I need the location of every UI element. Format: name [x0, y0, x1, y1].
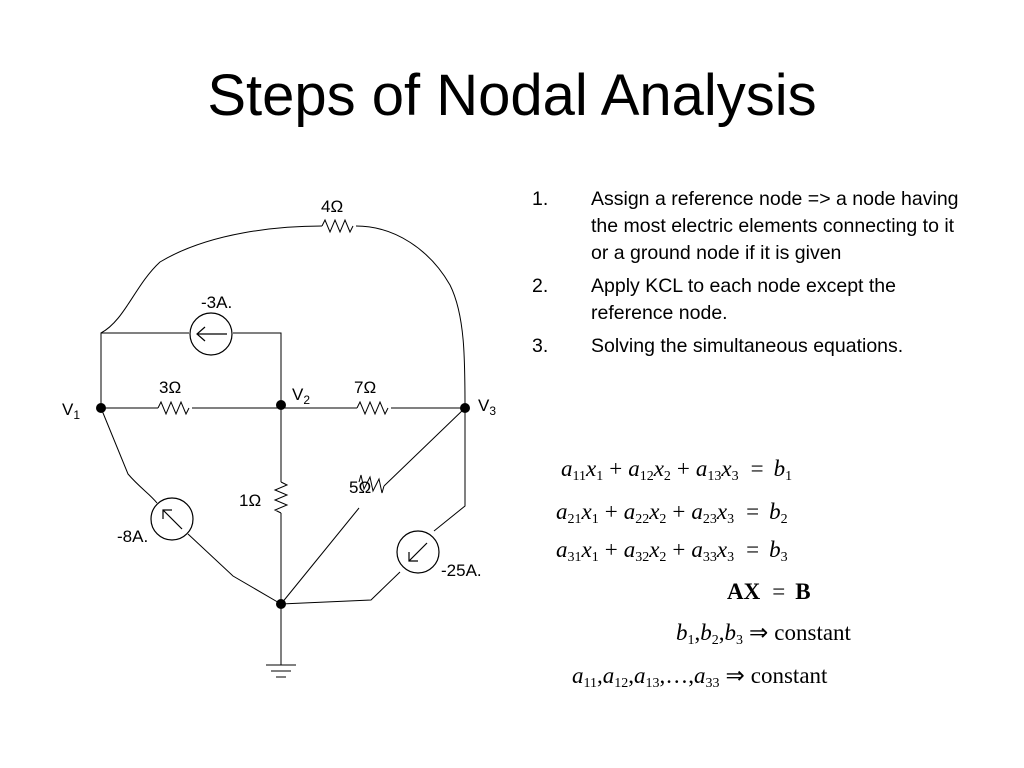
- label-source-top: -3A.: [201, 293, 232, 312]
- label-v1: V1: [62, 400, 80, 422]
- step-number: 1.: [532, 188, 549, 210]
- list-item: 3. Solving the simultaneous equations.: [532, 333, 972, 360]
- step-number: 3.: [532, 335, 549, 357]
- step-number: 2.: [532, 275, 549, 297]
- equation-b-constants: b1,b2,b3⇒constant: [676, 620, 852, 648]
- equation-a-constants: a11,a12,a13,…,a33⇒constant: [572, 663, 828, 691]
- resistor-1ohm: [273, 481, 289, 514]
- step-text: Solving the simultaneous equations.: [591, 335, 904, 357]
- label-v3: V3: [478, 396, 496, 418]
- label-source-right: -25A.: [441, 561, 482, 580]
- step-text: Assign a reference node => a node having…: [591, 188, 959, 264]
- current-source-left-icon: [150, 497, 194, 541]
- label-1ohm: 1Ω: [239, 491, 261, 510]
- step-text: Apply KCL to each node except the refere…: [591, 275, 896, 324]
- wire-v3-5ohm: [383, 407, 466, 487]
- equation-row-2: a21x1+a22x2+a23x3=b2: [556, 499, 788, 527]
- wire-top-arc-left: [100, 225, 323, 334]
- equation-matrix: AX=B: [727, 579, 811, 604]
- wire-5ohm-ground: [280, 507, 360, 605]
- wire-top-arc-right: [355, 225, 466, 409]
- label-5ohm: 5Ω: [349, 478, 371, 497]
- resistor-5ohm: [358, 474, 385, 494]
- list-item: 1. Assign a reference node => a node havi…: [532, 186, 972, 267]
- steps-list: 1. Assign a reference node => a node havi…: [532, 186, 972, 366]
- list-item: 2. Apply KCL to each node except the refe…: [532, 273, 972, 327]
- label-4ohm: 4Ω: [321, 197, 343, 216]
- label-7ohm: 7Ω: [354, 378, 376, 397]
- current-source-top-icon: [189, 312, 233, 356]
- resistor-4ohm: [321, 218, 354, 234]
- ground-icon: [266, 664, 296, 678]
- wire-source-top: [100, 332, 282, 408]
- resistor-7ohm: [356, 400, 389, 416]
- label-v2: V2: [292, 385, 310, 407]
- label-source-left: -8A.: [117, 527, 148, 546]
- node-ground: [276, 599, 286, 609]
- label-3ohm: 3Ω: [159, 378, 181, 397]
- equation-row-3: a31x1+a32x2+a33x3=b3: [556, 537, 788, 565]
- resistor-3ohm: [157, 400, 190, 416]
- page-title: Steps of Nodal Analysis: [207, 63, 817, 128]
- node-v3: [460, 403, 470, 413]
- wire-right-branch: [280, 408, 466, 605]
- current-source-right-icon: [396, 530, 440, 574]
- wire-left-branch: [100, 407, 282, 605]
- equation-row-1: a11x1+a12x2+a13x3=b1: [561, 456, 792, 484]
- node-v1: [96, 403, 106, 413]
- node-v2: [276, 400, 286, 410]
